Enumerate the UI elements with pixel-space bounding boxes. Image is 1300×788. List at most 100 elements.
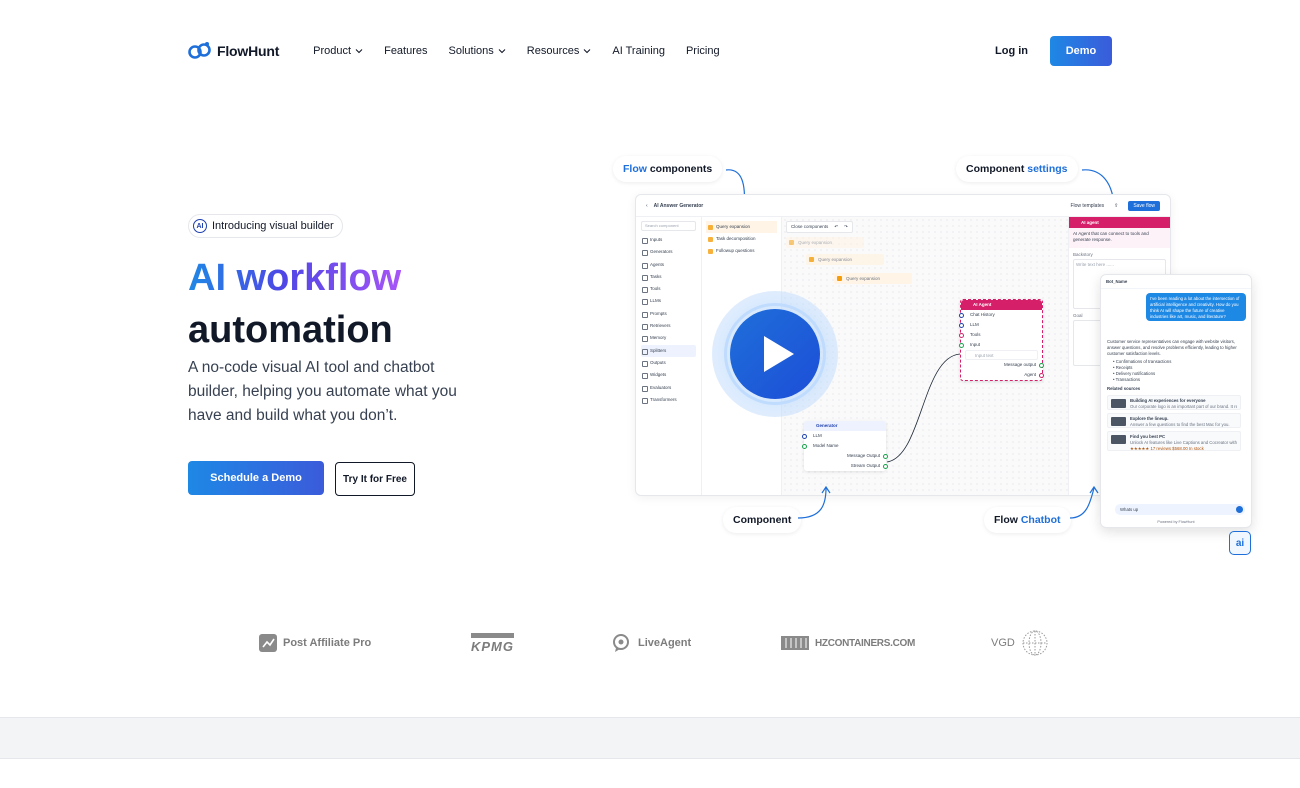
sidebar-item-generators: Generators	[641, 246, 696, 258]
node-output-label: Stream Output	[850, 463, 880, 468]
save-flow-button: Save flow	[1128, 200, 1160, 211]
source-card: Explore the lineup.Answer a few question…	[1107, 413, 1241, 428]
canvas-chip: Query expansion	[786, 237, 864, 248]
callout-text: Component	[966, 163, 1025, 175]
hero-title-gradient: AI workflow	[188, 257, 402, 299]
arrow-component-icon	[797, 485, 831, 519]
node-input-placeholder: Input text	[965, 350, 1038, 360]
node-port-label: Model Name	[813, 443, 839, 448]
flow-title: AI Answer Generator	[653, 202, 704, 209]
top-nav: FlowHunt Product Features Solutions Resourc…	[188, 36, 1112, 66]
nav-item-resources[interactable]: Resources	[527, 45, 592, 57]
node-port-label: LLM	[813, 433, 822, 438]
backstory-label: Backstory	[1073, 252, 1093, 257]
nav-item-label: Solutions	[448, 45, 494, 57]
settings-description: AI Agent that can connect to tools and g…	[1069, 228, 1170, 248]
logo-liveagent: LiveAgent	[612, 626, 691, 660]
settings-title: AI agent	[1069, 217, 1170, 228]
nav-item-label: AI Training	[612, 45, 665, 57]
post-affiliate-pro-icon	[259, 634, 277, 652]
chatbot-mockup: Bot_Name I’ve been reading a lot about t…	[1100, 274, 1252, 528]
demo-button[interactable]: Demo	[1050, 36, 1112, 66]
logo-vgd: VGD	[991, 626, 1049, 660]
play-ring	[724, 303, 826, 405]
sidebar-item-prompts: Prompts	[641, 308, 696, 320]
chat-input: Whats up	[1115, 504, 1245, 515]
node-output-label: Message output	[1003, 362, 1036, 367]
sidebar-item-widgets: Widgets	[641, 369, 696, 381]
node-port-label: Input	[970, 342, 981, 347]
hero-title-plain: automation	[188, 309, 393, 351]
callout-accent: Flow	[623, 163, 647, 175]
chevron-down-icon	[583, 49, 591, 54]
play-icon	[763, 336, 794, 372]
component-item: Task decomposition	[706, 233, 777, 245]
schedule-demo-button[interactable]: Schedule a Demo	[188, 461, 324, 495]
sidebar-item-transformers: Transformers	[641, 394, 696, 406]
canvas-toolbar: Close components ↶ ↷	[786, 221, 853, 233]
node-output-label: Message Output	[846, 453, 880, 458]
close-components-label: Close components	[791, 224, 829, 229]
login-link[interactable]: Log in	[995, 45, 1028, 57]
node-port-label: Chat History	[970, 312, 995, 317]
customer-logos: Post Affiliate Pro KPMG LiveAgent HZCONT…	[0, 626, 1300, 660]
nav-item-pricing[interactable]: Pricing	[686, 45, 720, 57]
ai-agent-node: AI Agent Chat History LLM Tools Input In…	[959, 299, 1044, 381]
sidebar-item-tools: Tools	[641, 283, 696, 295]
logo-text: LiveAgent	[638, 637, 692, 649]
redo-icon: ↷	[844, 224, 848, 229]
component-search: Search component	[641, 221, 696, 231]
nav-item-ai-training[interactable]: AI Training	[612, 45, 665, 57]
hero-subtitle: A no-code visual AI tool and chatbot bui…	[188, 359, 457, 424]
callout-accent: Chatbot	[1020, 514, 1061, 526]
sidebar-item-agents: Agents	[641, 259, 696, 271]
sidebar-item-inputs: Inputs	[641, 234, 696, 246]
logo-text: Post Affiliate Pro	[283, 637, 372, 649]
flowhunt-logo-icon	[188, 42, 211, 59]
chat-launcher-icon: ai	[1229, 531, 1251, 555]
visual-builder-icon: AI	[193, 219, 207, 233]
powered-by: Powered by FlowHunt	[1157, 520, 1195, 524]
bot-name: Bot_Name	[1101, 275, 1251, 289]
intro-badge-label: Introducing visual builder	[212, 220, 334, 232]
callout-text: components	[649, 163, 713, 175]
sidebar-item-llms: LLMs	[641, 295, 696, 307]
connection-wire	[886, 353, 961, 463]
flow-templates-link: Flow templates	[1070, 202, 1105, 209]
nav-item-label: Pricing	[685, 45, 720, 57]
nav-item-label: Features	[384, 45, 428, 57]
nav-item-label: Product	[313, 45, 352, 57]
liveagent-icon	[613, 634, 629, 652]
user-message: I’ve been reading a lot about the inters…	[1146, 293, 1246, 321]
callout-accent: settings	[1027, 163, 1068, 175]
flowhunt-logo[interactable]: FlowHunt	[188, 41, 279, 61]
node-output-label: Agent	[1024, 372, 1036, 377]
sidebar-item-evaluators: Evaluators	[641, 382, 696, 394]
chevron-down-icon	[355, 49, 363, 54]
nav-item-product[interactable]: Product	[313, 45, 363, 57]
callout-flow-components: Flow components	[613, 156, 723, 182]
chevron-down-icon	[498, 49, 506, 54]
intro-badge[interactable]: AI Introducing visual builder	[188, 214, 343, 238]
play-video-button[interactable]	[730, 309, 820, 399]
back-icon: ‹	[646, 202, 648, 209]
main-menu: Product Features Solutions Resources AI Trai…	[313, 45, 719, 57]
try-free-button[interactable]: Try It for Free	[335, 462, 415, 496]
nav-item-features[interactable]: Features	[384, 45, 427, 57]
generator-node: Generator LLM Model Name Message Output …	[802, 421, 888, 471]
bullet-item: • Receipts	[1113, 365, 1133, 370]
chat-input-value: Whats up	[1120, 507, 1139, 512]
logo-kpmg: KPMG	[471, 626, 514, 660]
undo-icon: ↶	[834, 224, 839, 229]
ai-agent-node-title: AI Agent	[961, 300, 1042, 310]
bullet-item: • Confirmations of transactions	[1113, 359, 1172, 364]
component-item: Followup questions	[706, 245, 777, 257]
component-item: Query expansion	[706, 221, 777, 233]
nav-item-label: Resources	[526, 45, 580, 57]
sidebar-item-outputs: Outputs	[641, 357, 696, 369]
canvas-chip: Query expansion	[806, 254, 884, 265]
bullet-item: • Delivery notifications	[1113, 371, 1156, 376]
nav-item-solutions[interactable]: Solutions	[449, 45, 506, 57]
